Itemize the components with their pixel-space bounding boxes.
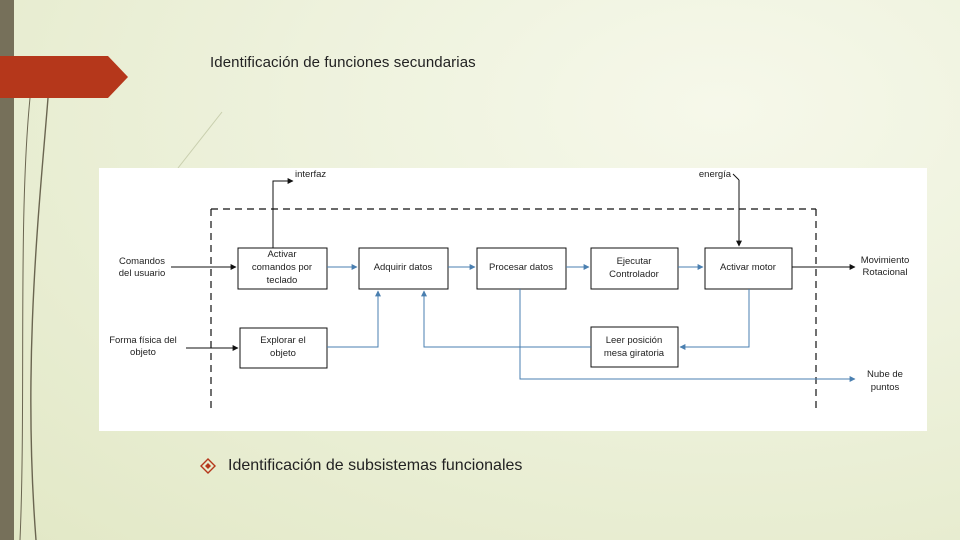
output-nube-line2: puntos (871, 382, 900, 393)
blue-arrows (327, 264, 856, 382)
black-arrows (171, 173, 856, 351)
input-forma-line2: objeto (130, 347, 156, 358)
bullet-item: Identificación de subsistemas funcionale… (200, 457, 522, 475)
block-leer-posicion-label-2: mesa giratoria (604, 348, 665, 359)
label-interfaz: interfaz (295, 169, 326, 180)
block-leer-posicion (590, 326, 679, 368)
block-activar-motor-label: Activar motor (720, 262, 776, 273)
block-ejecutar-controlador (590, 247, 679, 290)
diamond-bullet-icon (200, 458, 216, 474)
block-activar-comandos-label-2: comandos por (252, 262, 312, 273)
label-energia: energía (699, 169, 732, 180)
block-activar-comandos-label-3: teclado (267, 275, 298, 286)
input-comandos-line2: del usuario (119, 268, 165, 279)
block-activar-motor (704, 247, 793, 290)
block-adquirir-datos-label: Adquirir datos (374, 262, 433, 273)
input-comandos-line1: Comandos (119, 256, 165, 267)
output-movimiento-line2: Rotacional (863, 267, 908, 278)
output-nube-line1: Nube de (867, 369, 903, 380)
functional-diagram: Comandos del usuario Forma física del ob… (99, 168, 927, 431)
input-forma-line1: Forma física del (109, 335, 177, 346)
side-bar (0, 0, 14, 540)
block-explorar-objeto-label-2: objeto (270, 348, 296, 359)
block-explorar-objeto (239, 327, 328, 369)
block-explorar-objeto-label-1: Explorar el (260, 335, 305, 346)
system-boundary (210, 208, 817, 413)
block-leer-posicion-label-1: Leer posición (606, 335, 663, 346)
bullet-text: Identificación de subsistemas funcionale… (228, 457, 523, 474)
slide-title: Identificación de funciones secundarias (210, 54, 476, 71)
block-procesar-datos (476, 247, 567, 290)
block-ejecutar-controlador-label-1: Ejecutar (617, 256, 652, 267)
block-activar-comandos (237, 247, 328, 290)
output-movimiento-line1: Movimiento (861, 255, 910, 266)
block-activar-comandos-label-1: Activar (267, 249, 296, 260)
block-ejecutar-controlador-label-2: Controlador (609, 269, 659, 280)
block-procesar-datos-label: Procesar datos (489, 262, 553, 273)
block-adquirir-datos (358, 247, 449, 290)
title-accent-tab (0, 56, 128, 98)
